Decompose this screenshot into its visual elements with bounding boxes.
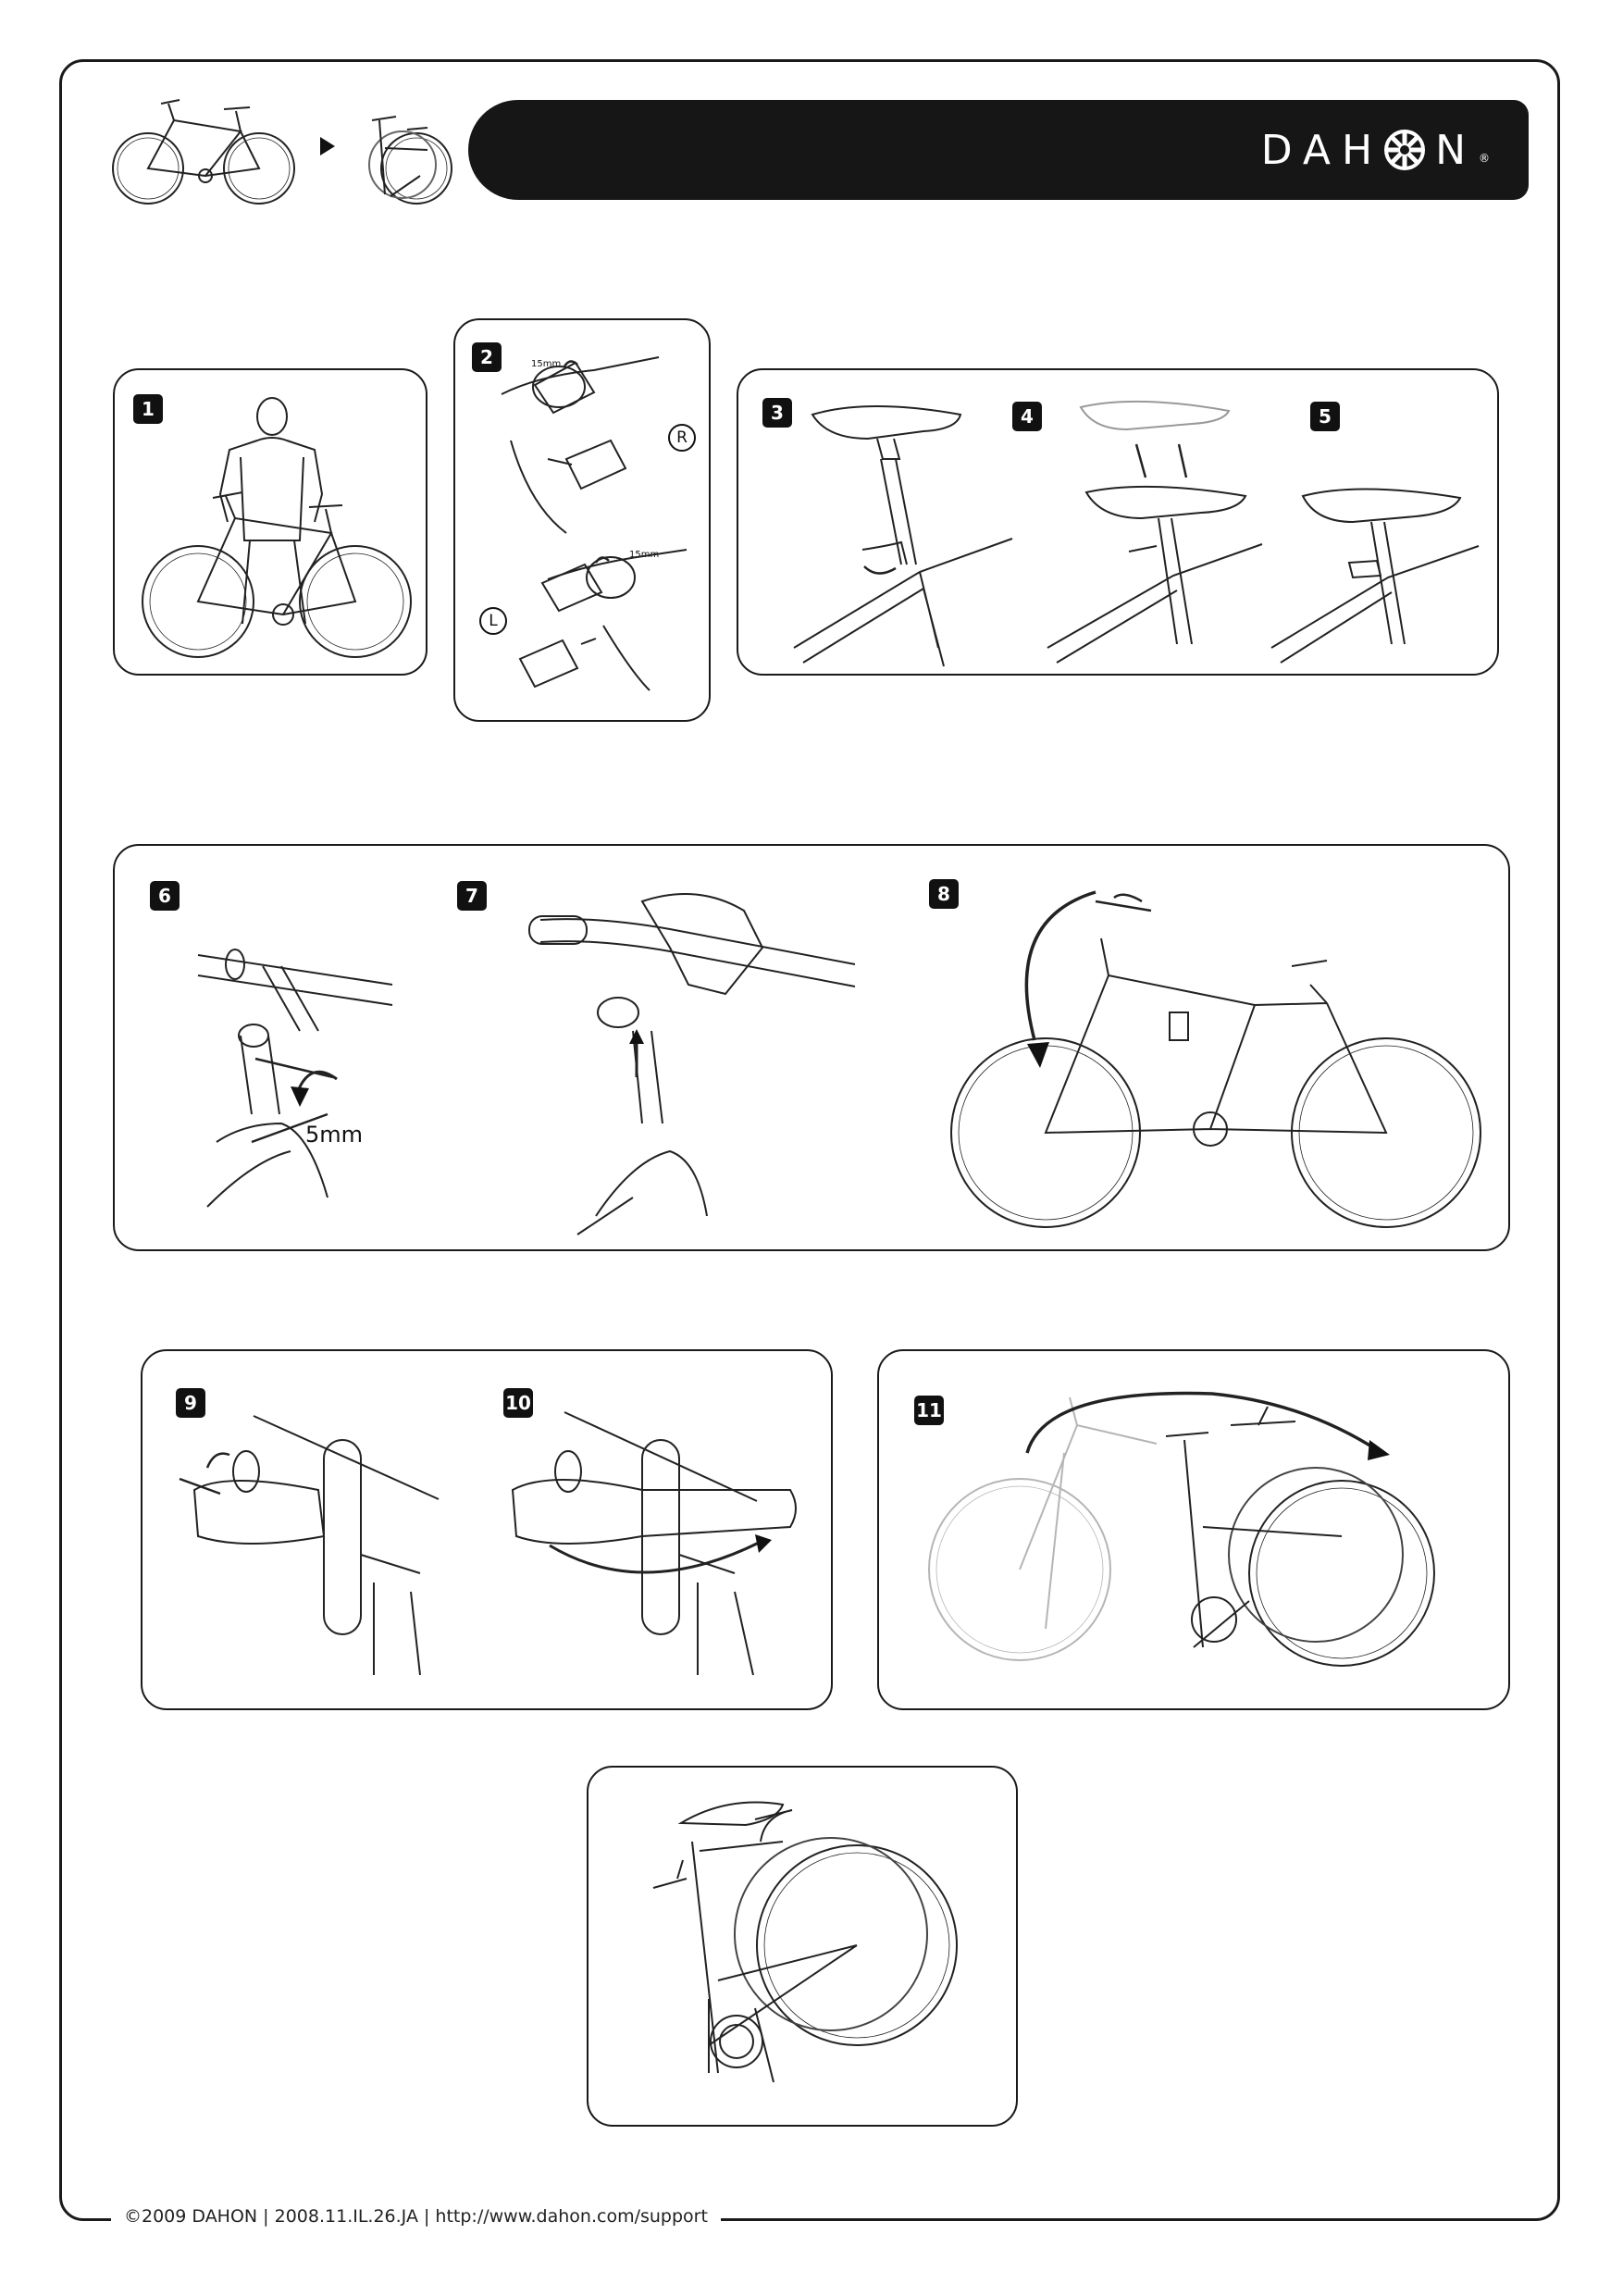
step-1-panel: 1 bbox=[113, 368, 427, 676]
logo-text-left: DAH bbox=[1260, 126, 1384, 174]
step-4-badge: 4 bbox=[1012, 402, 1042, 431]
steps-6-8-panel: 6 7 8 5mm bbox=[113, 844, 1510, 1251]
left-side-marker: L bbox=[479, 607, 507, 635]
header-bar: DAH N ® bbox=[468, 100, 1529, 200]
allen-key-size-label: 5mm bbox=[305, 1122, 364, 1148]
wrench-size-bottom-label: 15mm bbox=[629, 550, 660, 560]
step-3-badge: 3 bbox=[762, 398, 792, 428]
step-8-badge: 8 bbox=[929, 879, 959, 909]
step-2-badge: 2 bbox=[472, 342, 502, 372]
stem-and-handlebar-illustration bbox=[197, 890, 1481, 1235]
pedal-installation-illustration bbox=[501, 356, 688, 691]
person-with-bike-illustration bbox=[142, 397, 412, 658]
wrench-size-top-label: 15mm bbox=[531, 359, 562, 369]
logo-wheel-icon bbox=[1384, 130, 1426, 170]
step-6-badge: 6 bbox=[150, 881, 180, 911]
page-frame bbox=[59, 59, 1560, 2221]
saddle-adjustment-illustration bbox=[793, 400, 1480, 667]
step-9-badge: 9 bbox=[176, 1388, 205, 1418]
step-10-badge: 10 bbox=[503, 1388, 533, 1418]
steps-3-5-panel: 3 4 5 bbox=[737, 368, 1499, 676]
step-2-panel: 2 15mm 15mm R L bbox=[453, 318, 711, 722]
step-5-badge: 5 bbox=[1310, 402, 1340, 431]
steps-9-10-panel: 9 10 bbox=[141, 1349, 833, 1710]
frame-latch-illustration bbox=[179, 1411, 797, 1676]
step-7-badge: 7 bbox=[457, 881, 487, 911]
registered-mark: ® bbox=[1479, 152, 1490, 165]
logo-text-right: N bbox=[1435, 126, 1477, 174]
footer-text: ©2009 DAHON | 2008.11.IL.26.JA | http://… bbox=[111, 2206, 721, 2227]
step-11-panel: 11 bbox=[877, 1349, 1510, 1710]
header-bike-illustration bbox=[112, 99, 452, 205]
step-1-badge: 1 bbox=[133, 394, 163, 424]
arrow-right-icon bbox=[320, 137, 335, 155]
folded-bike-panel bbox=[587, 1766, 1018, 2127]
folded-bike-illustration bbox=[652, 1801, 958, 2083]
step-11-badge: 11 bbox=[914, 1396, 944, 1425]
dahon-logo: DAH N ® bbox=[1260, 126, 1490, 174]
frame-folding-illustration bbox=[928, 1391, 1435, 1667]
right-side-marker: R bbox=[668, 424, 696, 452]
